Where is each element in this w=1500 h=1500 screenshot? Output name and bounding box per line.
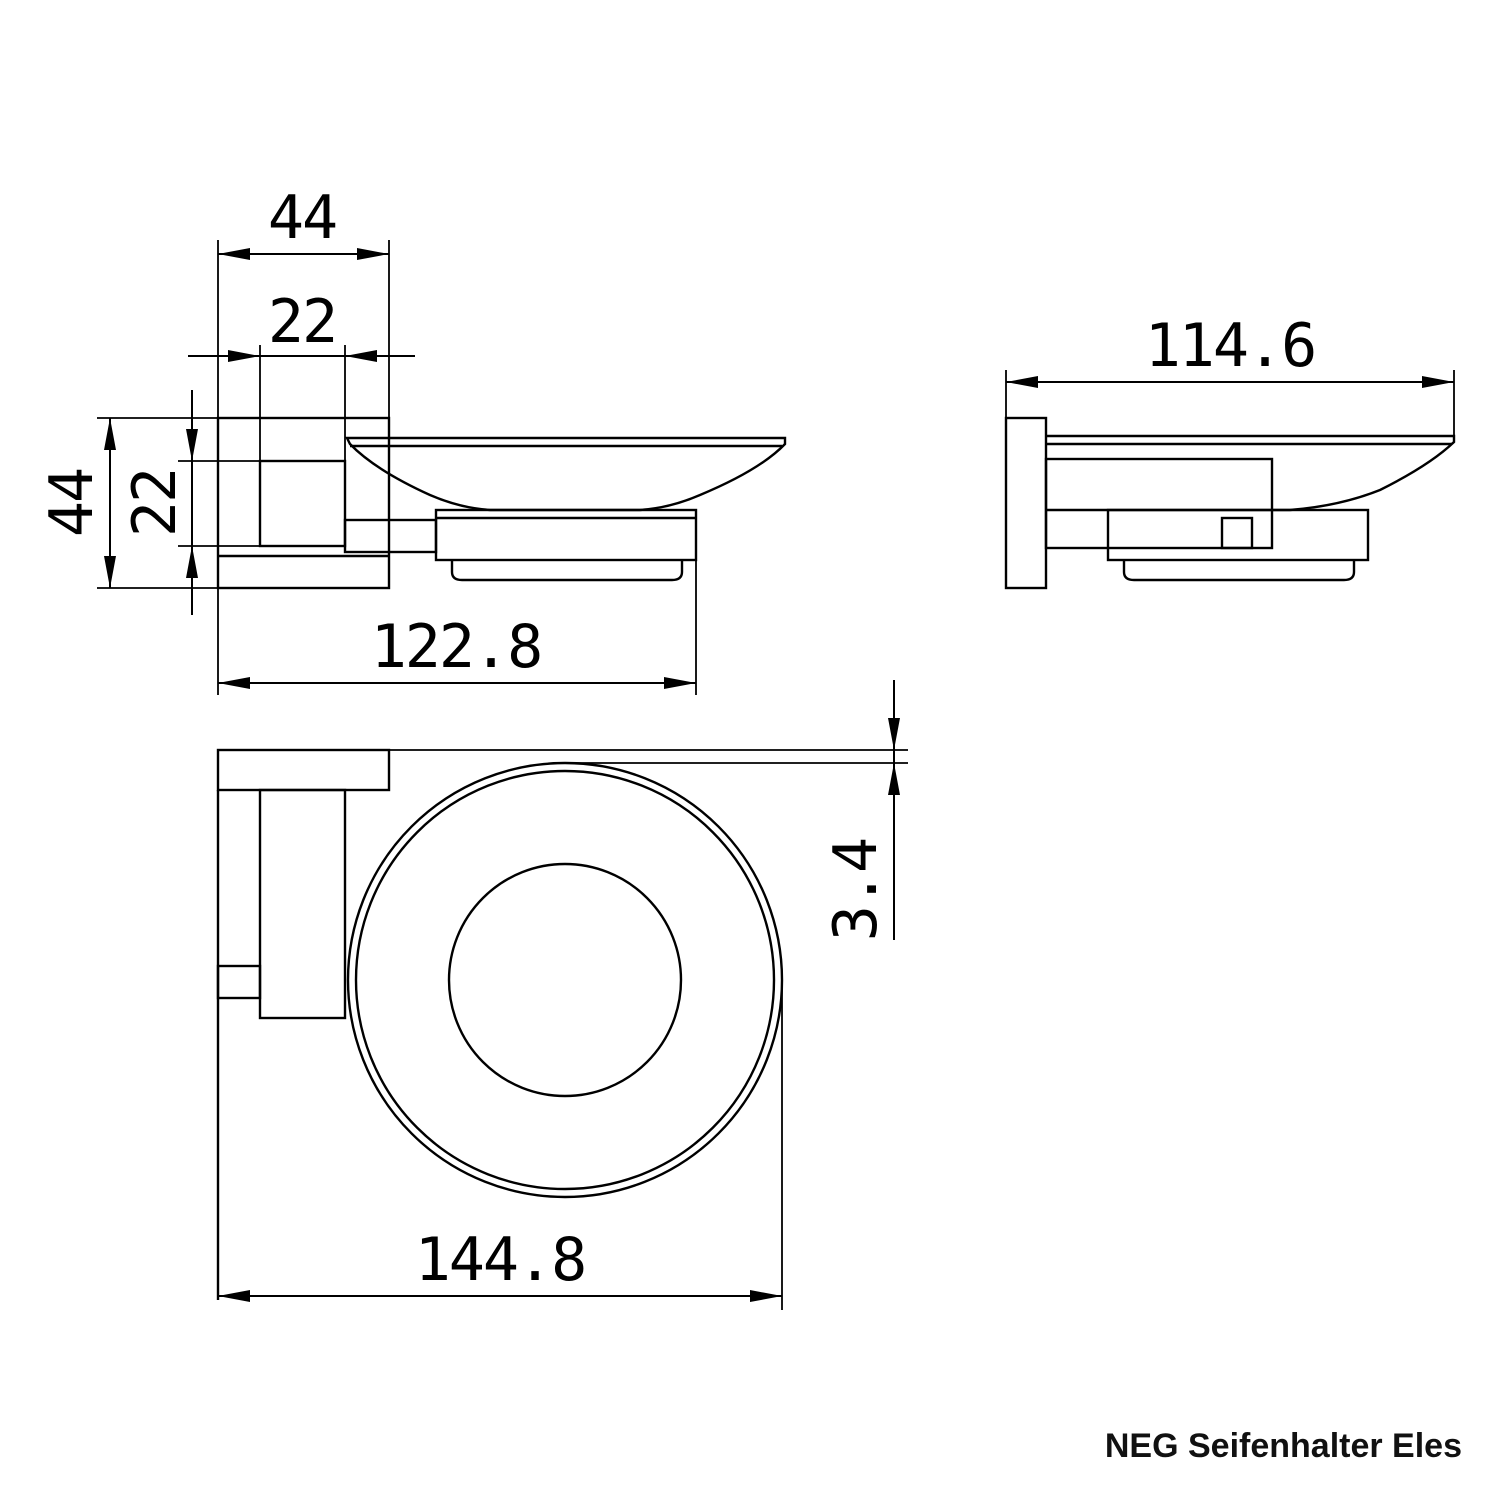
dim-side-height: 44 [37, 417, 218, 589]
dim-label-114-6: 114.6 [1145, 311, 1316, 381]
dim-side-inner-height: 22 [120, 390, 260, 615]
dim-side-inner-width: 22 [188, 287, 415, 461]
dim-top-projection: 144.8 [218, 980, 783, 1310]
dim-label-22-left: 22 [120, 469, 190, 537]
dim-side-projection: 122.8 [217, 560, 697, 695]
dim-side-top-width: 44 [217, 183, 390, 418]
dim-label-44-left: 44 [37, 469, 107, 537]
dim-label-3-4: 3.4 [821, 839, 891, 941]
dim-label-122-8: 122.8 [371, 612, 542, 682]
dim-label-44-top: 44 [268, 183, 336, 253]
dim-top-gap: 3.4 [389, 680, 908, 941]
top-view [216, 748, 784, 1300]
dim-front-width: 114.6 [1005, 311, 1455, 436]
dim-label-144-8: 144.8 [415, 1225, 586, 1295]
side-view [216, 416, 787, 590]
front-view [1004, 416, 1456, 590]
product-caption: NEG Seifenhalter Eles [1104, 1427, 1462, 1465]
dim-label-22-top: 22 [268, 287, 336, 357]
